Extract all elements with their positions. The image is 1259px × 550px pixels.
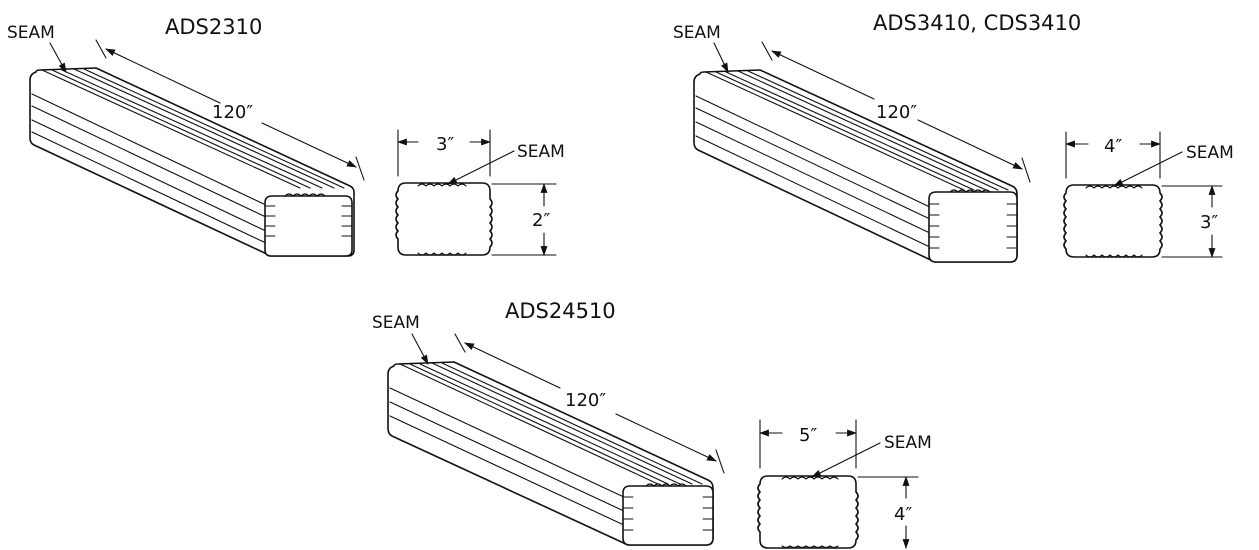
seam-label: SEAM bbox=[372, 313, 420, 333]
product-ads2310: ADS2310 SEAM 120″ bbox=[7, 15, 565, 257]
downspout-iso-view bbox=[693, 69, 1018, 263]
seam-leader bbox=[713, 42, 729, 73]
width-label: 3″ bbox=[436, 134, 454, 155]
seam-leader bbox=[411, 333, 429, 365]
length-dimension: 120″ bbox=[761, 41, 1031, 183]
length-dimension: 120″ bbox=[95, 39, 365, 181]
downspout-iso-view bbox=[387, 361, 714, 546]
cross-section: 5″ 4″ SEAM bbox=[757, 419, 932, 549]
section-seam-label: SEAM bbox=[1186, 143, 1234, 163]
product-ads24510: ADS24510 SEAM 120″ bbox=[372, 299, 932, 549]
length-label: 120″ bbox=[876, 102, 917, 123]
length-dimension: 120″ bbox=[454, 333, 725, 474]
section-seam-label: SEAM bbox=[517, 142, 565, 162]
height-label: 3″ bbox=[1200, 212, 1218, 233]
length-label: 120″ bbox=[212, 102, 253, 123]
model-title: ADS3410, CDS3410 bbox=[873, 11, 1081, 35]
width-label: 5″ bbox=[799, 425, 817, 446]
seam-leader bbox=[49, 42, 67, 73]
product-ads3410-cds3410: ADS3410, CDS3410 SEAM 120″ bbox=[673, 11, 1234, 263]
height-label: 4″ bbox=[894, 504, 912, 525]
cross-section: 4″ 3″ SEAM bbox=[1063, 131, 1234, 258]
section-seam-label: SEAM bbox=[884, 433, 932, 453]
cross-section: 3″ 2″ SEAM bbox=[395, 129, 565, 256]
seam-label: SEAM bbox=[673, 23, 721, 43]
length-label: 120″ bbox=[565, 390, 606, 411]
width-label: 4″ bbox=[1104, 136, 1122, 157]
height-label: 2″ bbox=[532, 210, 550, 231]
model-title: ADS24510 bbox=[505, 299, 616, 323]
downspout-iso-view bbox=[29, 67, 355, 257]
model-title: ADS2310 bbox=[165, 15, 262, 39]
seam-label: SEAM bbox=[7, 23, 55, 43]
